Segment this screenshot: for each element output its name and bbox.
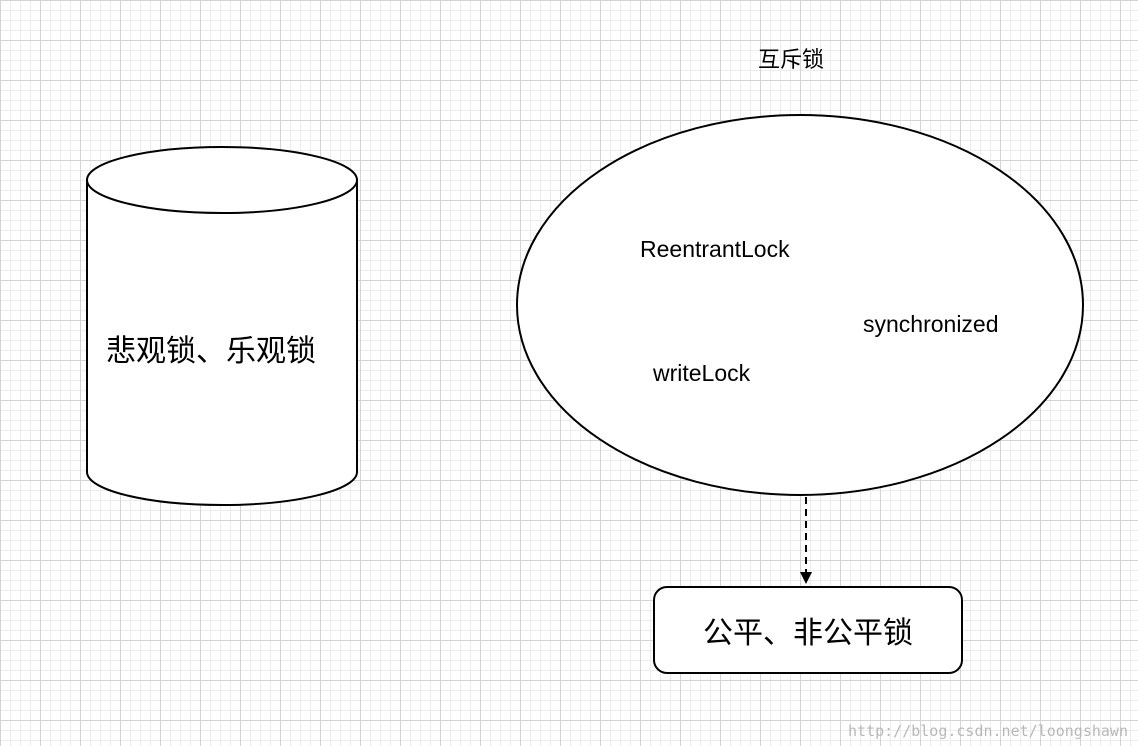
- watermark: http://blog.csdn.net/loongshawn: [848, 722, 1128, 740]
- fair-lock-box[interactable]: 公平、非公平锁: [653, 586, 963, 674]
- mutex-ellipse[interactable]: [516, 114, 1084, 496]
- cylinder-shape[interactable]: [86, 146, 358, 506]
- writelock-label: writeLock: [653, 360, 751, 386]
- reentrantlock-label: ReentrantLock: [640, 236, 790, 262]
- synchronized-label: synchronized: [863, 311, 999, 337]
- fair-lock-label: 公平、非公平锁: [703, 616, 913, 651]
- cylinder-label: 悲观锁、乐观锁: [106, 334, 316, 369]
- diagram-title: 互斥锁: [758, 47, 825, 72]
